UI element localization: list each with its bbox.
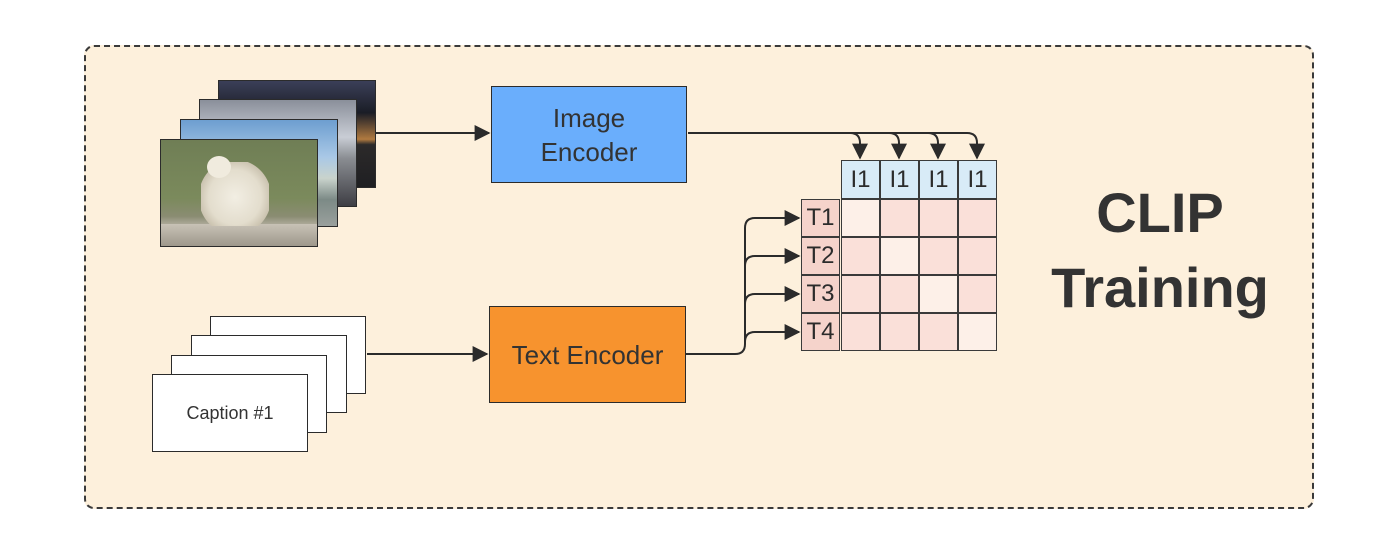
arrow-text-embedding-2 xyxy=(744,248,801,267)
arrow-text-embedding-4 xyxy=(744,324,801,343)
matrix-cell xyxy=(958,275,997,313)
input-image-polar-bear xyxy=(160,139,318,247)
image-encoder-label-line1: Image xyxy=(552,102,626,133)
matrix-cell xyxy=(958,237,997,275)
title-line1: CLIP xyxy=(1096,181,1224,244)
matrix-row-header: T3 xyxy=(801,275,840,313)
matrix-cell-diagonal xyxy=(958,313,997,351)
matrix-cell xyxy=(841,275,880,313)
matrix-cell-diagonal xyxy=(880,237,919,275)
image-encoder-label-line2: Encoder xyxy=(540,136,638,167)
matrix-column-header: I1 xyxy=(919,160,958,199)
matrix-row-header: T1 xyxy=(801,199,840,237)
matrix-cell-diagonal xyxy=(841,199,880,237)
rock xyxy=(161,224,317,246)
text-encoder-label: Text Encoder xyxy=(511,339,664,370)
matrix-row-header: T4 xyxy=(801,313,840,351)
arrow-text-embedding-1 xyxy=(686,210,801,355)
matrix-cell xyxy=(919,313,958,351)
matrix-cell xyxy=(919,199,958,237)
title-line2: Training xyxy=(1051,256,1269,319)
matrix-cell-diagonal xyxy=(919,275,958,313)
matrix-cell xyxy=(919,237,958,275)
matrix-column-header: I1 xyxy=(880,160,919,199)
matrix-cell xyxy=(958,199,997,237)
diagram-title: CLIP Training xyxy=(1020,175,1300,325)
arrow-image-embedding-4 xyxy=(928,132,985,160)
matrix-cell xyxy=(880,313,919,351)
image-encoder-box: Image Encoder xyxy=(491,86,687,183)
matrix-cell xyxy=(880,199,919,237)
caption-label: Caption #1 xyxy=(186,402,274,423)
matrix-cell xyxy=(841,313,880,351)
matrix-column-header: I1 xyxy=(958,160,997,199)
polar-bear-head xyxy=(207,156,231,178)
matrix-cell xyxy=(880,275,919,313)
caption-card-front: Caption #1 xyxy=(152,374,308,452)
matrix-cell xyxy=(841,237,880,275)
matrix-column-header: I1 xyxy=(841,160,880,199)
matrix-row-header: T2 xyxy=(801,237,840,275)
text-encoder-box: Text Encoder xyxy=(489,306,686,403)
arrow-text-embedding-3 xyxy=(744,286,801,305)
arrow-image-embedding-1 xyxy=(688,132,868,160)
